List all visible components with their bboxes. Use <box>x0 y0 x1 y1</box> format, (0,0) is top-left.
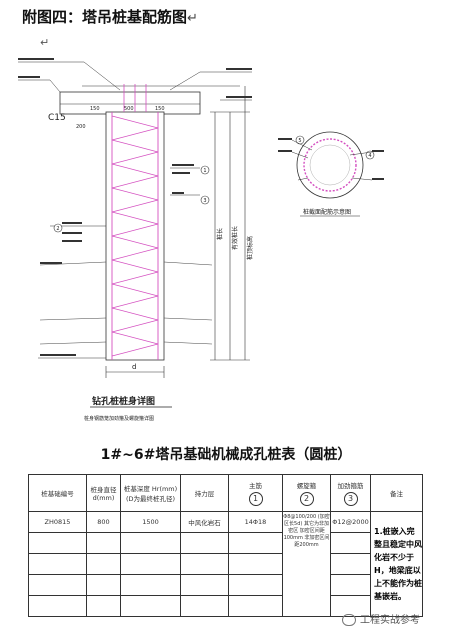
paragraph-mark: ↵ <box>187 11 198 26</box>
header-spiral: 螺旋箍 2 <box>282 474 331 512</box>
dim-top-right: 150 <box>155 106 165 112</box>
spiral-segment <box>111 127 159 141</box>
header-stiffener: 加劲箍筋 3 <box>330 474 371 512</box>
pile-width-label: d <box>132 363 136 371</box>
header-main-rebar: 主筋 1 <box>228 474 283 512</box>
dim-top-mid: 500 <box>124 106 134 112</box>
cell-diameter: 800 <box>86 511 121 533</box>
spiral-segment <box>111 211 159 225</box>
concrete-grade-label: C15 <box>48 113 66 123</box>
vertical-dim-label-3: 桩顶标高 <box>246 236 254 260</box>
pile-detail-title: 钻孔桩桩身详图 <box>92 395 155 407</box>
cell-remarks: 1.桩嵌入完整且稳定中风化岩不少于H，地梁底以上不能作为桩基嵌岩。 <box>370 511 423 617</box>
vertical-dim-label-2: 有效桩长 <box>231 226 239 250</box>
detail-mark-circle <box>365 150 375 160</box>
cell-pile-no: ZH0815 <box>28 511 87 533</box>
pile-cap <box>59 85 240 115</box>
dim-small: 200 <box>76 124 86 130</box>
detail-mark-label: 1 <box>203 168 206 174</box>
pile-detail-subtitle: 桩身钢筋笼加劲箍及螺旋箍详图 <box>84 415 154 422</box>
table-row <box>28 595 423 617</box>
vertical-dimensions <box>210 86 250 361</box>
table-row <box>28 553 423 575</box>
paragraph-mark: ↵ <box>40 36 50 49</box>
cell-depth: 1500 <box>120 511 181 533</box>
spiral-segment <box>111 223 159 237</box>
spiral-segment <box>111 247 159 261</box>
spiral-segment <box>111 151 159 165</box>
section-title: 桩截面配筋示意图 <box>303 208 351 216</box>
spiral-label: 螺旋箍 <box>296 482 317 490</box>
detail-mark-circle <box>200 195 210 205</box>
spiral-segment <box>111 163 159 177</box>
header-depth: 桩基深度 Hr(mm) (D为最终桩孔径) <box>120 474 181 512</box>
spiral-segment <box>111 187 159 201</box>
watermark-text: 工程实战参考 <box>360 615 420 626</box>
table-row: ZH0815 800 1500 中风化岩石 14Φ18 Φ8@100/200 (… <box>28 511 423 617</box>
detail-mark-label: 5 <box>298 138 301 144</box>
spiral-stirrup <box>111 115 159 357</box>
page-heading: 附图四：塔吊桩基配筋图↵ <box>22 6 198 27</box>
header-remarks: 备注 <box>370 474 423 512</box>
spiral-segment <box>111 331 159 345</box>
heading-text: 附图四：塔吊桩基配筋图 <box>22 8 188 26</box>
spiral-segment <box>111 271 159 285</box>
pile-detail-drawing: C15 150 500 150 200 <box>18 58 384 422</box>
stiffener-label: 加劲箍筋 <box>337 482 364 490</box>
table-row <box>28 532 423 554</box>
header-layer: 持力层 <box>180 474 229 512</box>
detail-mark-label: 3 <box>203 198 206 204</box>
spiral-segment <box>111 235 159 249</box>
cell-stiffener: Φ12@2000 <box>330 511 371 533</box>
leader-text-stubs <box>18 58 252 356</box>
pile-width-dimension <box>105 366 165 378</box>
pile-body <box>105 84 165 361</box>
cell-spiral: Φ8@100/200 (加密区长5d) 其它为非加密区 加密区间距100mm 非… <box>282 511 331 617</box>
spiral-segment <box>111 295 159 309</box>
spiral-segment <box>111 115 159 129</box>
watermark: 工程实战参考 <box>342 611 420 626</box>
spiral-segment <box>111 199 159 213</box>
header-diameter: 桩身直径 d(mm) <box>86 474 121 512</box>
detail-mark-label: 4 <box>368 153 371 159</box>
detail-mark-circle <box>200 165 210 175</box>
spiral-segment <box>111 139 159 153</box>
table-header-row: 桩基础编号 桩身直径 d(mm) 桩基深度 Hr(mm) (D为最终桩孔径) 持… <box>28 474 423 512</box>
pile-section-view <box>278 131 384 199</box>
pile-table-title: 1#~6#塔吊基础机械成孔桩表（圆桩） <box>100 447 352 463</box>
header-pile-no: 桩基础编号 <box>28 474 87 512</box>
spiral-segment <box>111 319 159 333</box>
ground-lines <box>39 261 213 345</box>
main-rebar-number: 1 <box>248 492 263 506</box>
spiral-segment <box>111 307 159 321</box>
wechat-icon <box>342 614 356 626</box>
detail-mark-label: 2 <box>56 226 59 232</box>
spiral-number: 2 <box>299 492 314 506</box>
vertical-dim-label-1: 桩长 <box>216 228 224 240</box>
main-rebar-label: 主筋 <box>249 482 262 490</box>
spiral-segment <box>111 283 159 297</box>
spiral-segment <box>111 259 159 273</box>
pile-spec-table: 桩基础编号 桩身直径 d(mm) 桩基深度 Hr(mm) (D为最终桩孔径) 持… <box>28 474 423 617</box>
stiffener-number: 3 <box>343 492 358 506</box>
dim-top-left: 150 <box>90 106 100 112</box>
detail-marks: 1 2 3 4 5 <box>53 135 375 233</box>
cell-main-rebar: 14Φ18 <box>228 511 283 533</box>
spiral-segment <box>111 175 159 189</box>
cell-layer: 中风化岩石 <box>180 511 229 533</box>
spiral-segment <box>111 343 159 357</box>
detail-mark-circle <box>53 223 63 233</box>
table-row <box>28 574 423 596</box>
